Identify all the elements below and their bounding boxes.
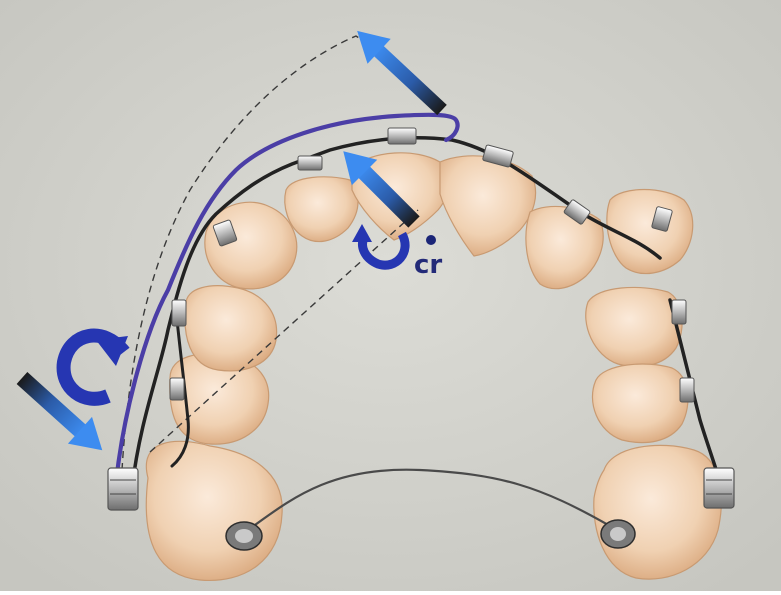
tooth-right-premolar-2 xyxy=(592,364,688,443)
bracket-icon xyxy=(298,156,322,170)
bracket-icon xyxy=(108,468,138,510)
molar-band-icon xyxy=(601,520,635,548)
bracket-icon xyxy=(170,378,184,400)
center-of-resistance-label: cr xyxy=(414,252,442,278)
bracket-icon xyxy=(172,300,186,326)
bracket-icon xyxy=(388,128,416,144)
bracket-icon xyxy=(672,300,686,324)
bracket-icon xyxy=(704,468,734,508)
tooth-left-canine xyxy=(205,202,297,289)
bracket-icon xyxy=(680,378,694,402)
molar-band-icon xyxy=(226,522,262,550)
center-of-resistance-dot xyxy=(426,235,436,245)
